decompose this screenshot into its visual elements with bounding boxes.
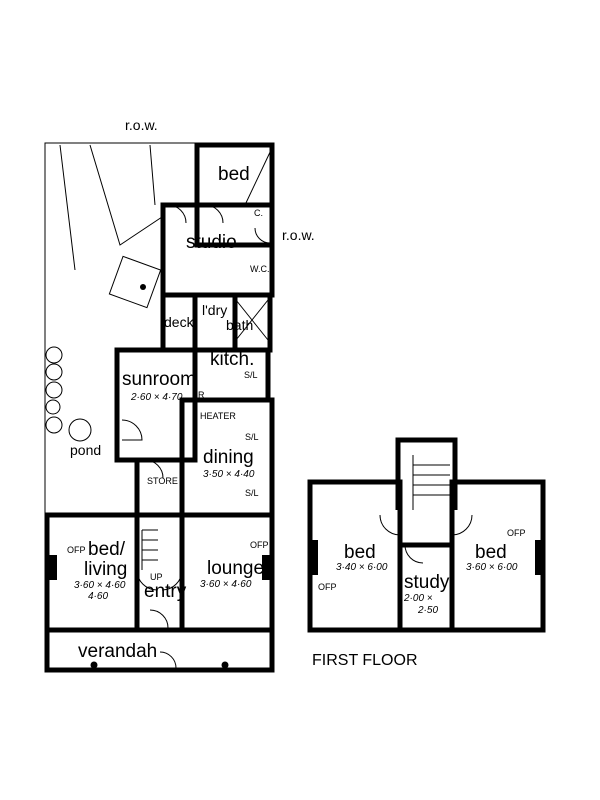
dining-skylight-1: S/L [245,432,259,442]
lounge-dims: 3·60 × 4·60 [200,579,252,590]
dining-dims: 3·50 × 4·40 [203,469,255,480]
bed-living-ofp: OFP [67,545,86,555]
room-sunroom: sunroom [122,369,196,390]
fireplace-bed-living [47,555,57,580]
room-wc: W.C. [250,264,270,274]
room-deck: deck [164,314,195,330]
room-bed-right: bed [475,542,507,563]
room-entry: entry [144,581,187,602]
room-bed-living-1: bed/ [88,539,126,560]
pond-label: pond [70,442,101,458]
bed-right-dims: 3·60 × 6·00 [466,562,518,573]
room-study: study [404,572,450,593]
room-bed: bed [218,164,250,185]
bed-right-ofp: OFP [507,528,526,538]
bed-living-dims: 3·60 × 4·60 [74,580,126,591]
room-lounge: lounge [207,558,264,579]
cupboard-label: C. [254,208,263,218]
up-label: UP [150,572,163,582]
lounge-ofp: OFP [250,540,269,550]
room-bed-left: bed [344,542,376,563]
bed-left-ofp: OFP [318,582,337,592]
first-floor-title: FIRST FLOOR [312,652,418,669]
room-dining: dining [203,447,254,468]
row-label-top: r.o.w. [125,117,158,133]
trees [45,255,162,434]
room-kitchen: kitch. [210,349,254,370]
room-laundry: l'dry [202,302,227,318]
refrigerator-label: R [198,390,205,400]
first-floor-walls [307,437,546,633]
study-dims-2: 2·50 [417,605,438,616]
sunroom-dims: 2·60 × 4·70 [130,392,183,403]
stairs-ground [141,529,158,570]
bed-left-dims: 3·40 × 6·00 [336,562,388,573]
dining-skylight-2: S/L [245,488,259,498]
verandah-posts [90,661,229,669]
doors [121,204,271,669]
room-bed-living-2: living [84,559,127,580]
room-studio: studio [186,232,237,253]
fireplace-lounge [262,555,272,580]
room-verandah: verandah [78,641,157,662]
room-bath: bath [226,317,253,333]
heater-label: HEATER [200,411,236,421]
store-label: STORE [147,476,178,486]
bed-living-dims-2: 4·60 [88,591,108,602]
row-label-right: r.o.w. [282,227,315,243]
kitchen-skylight: S/L [244,370,258,380]
pond-icon [68,418,92,442]
study-dims-1: 2·00 × [403,593,433,604]
